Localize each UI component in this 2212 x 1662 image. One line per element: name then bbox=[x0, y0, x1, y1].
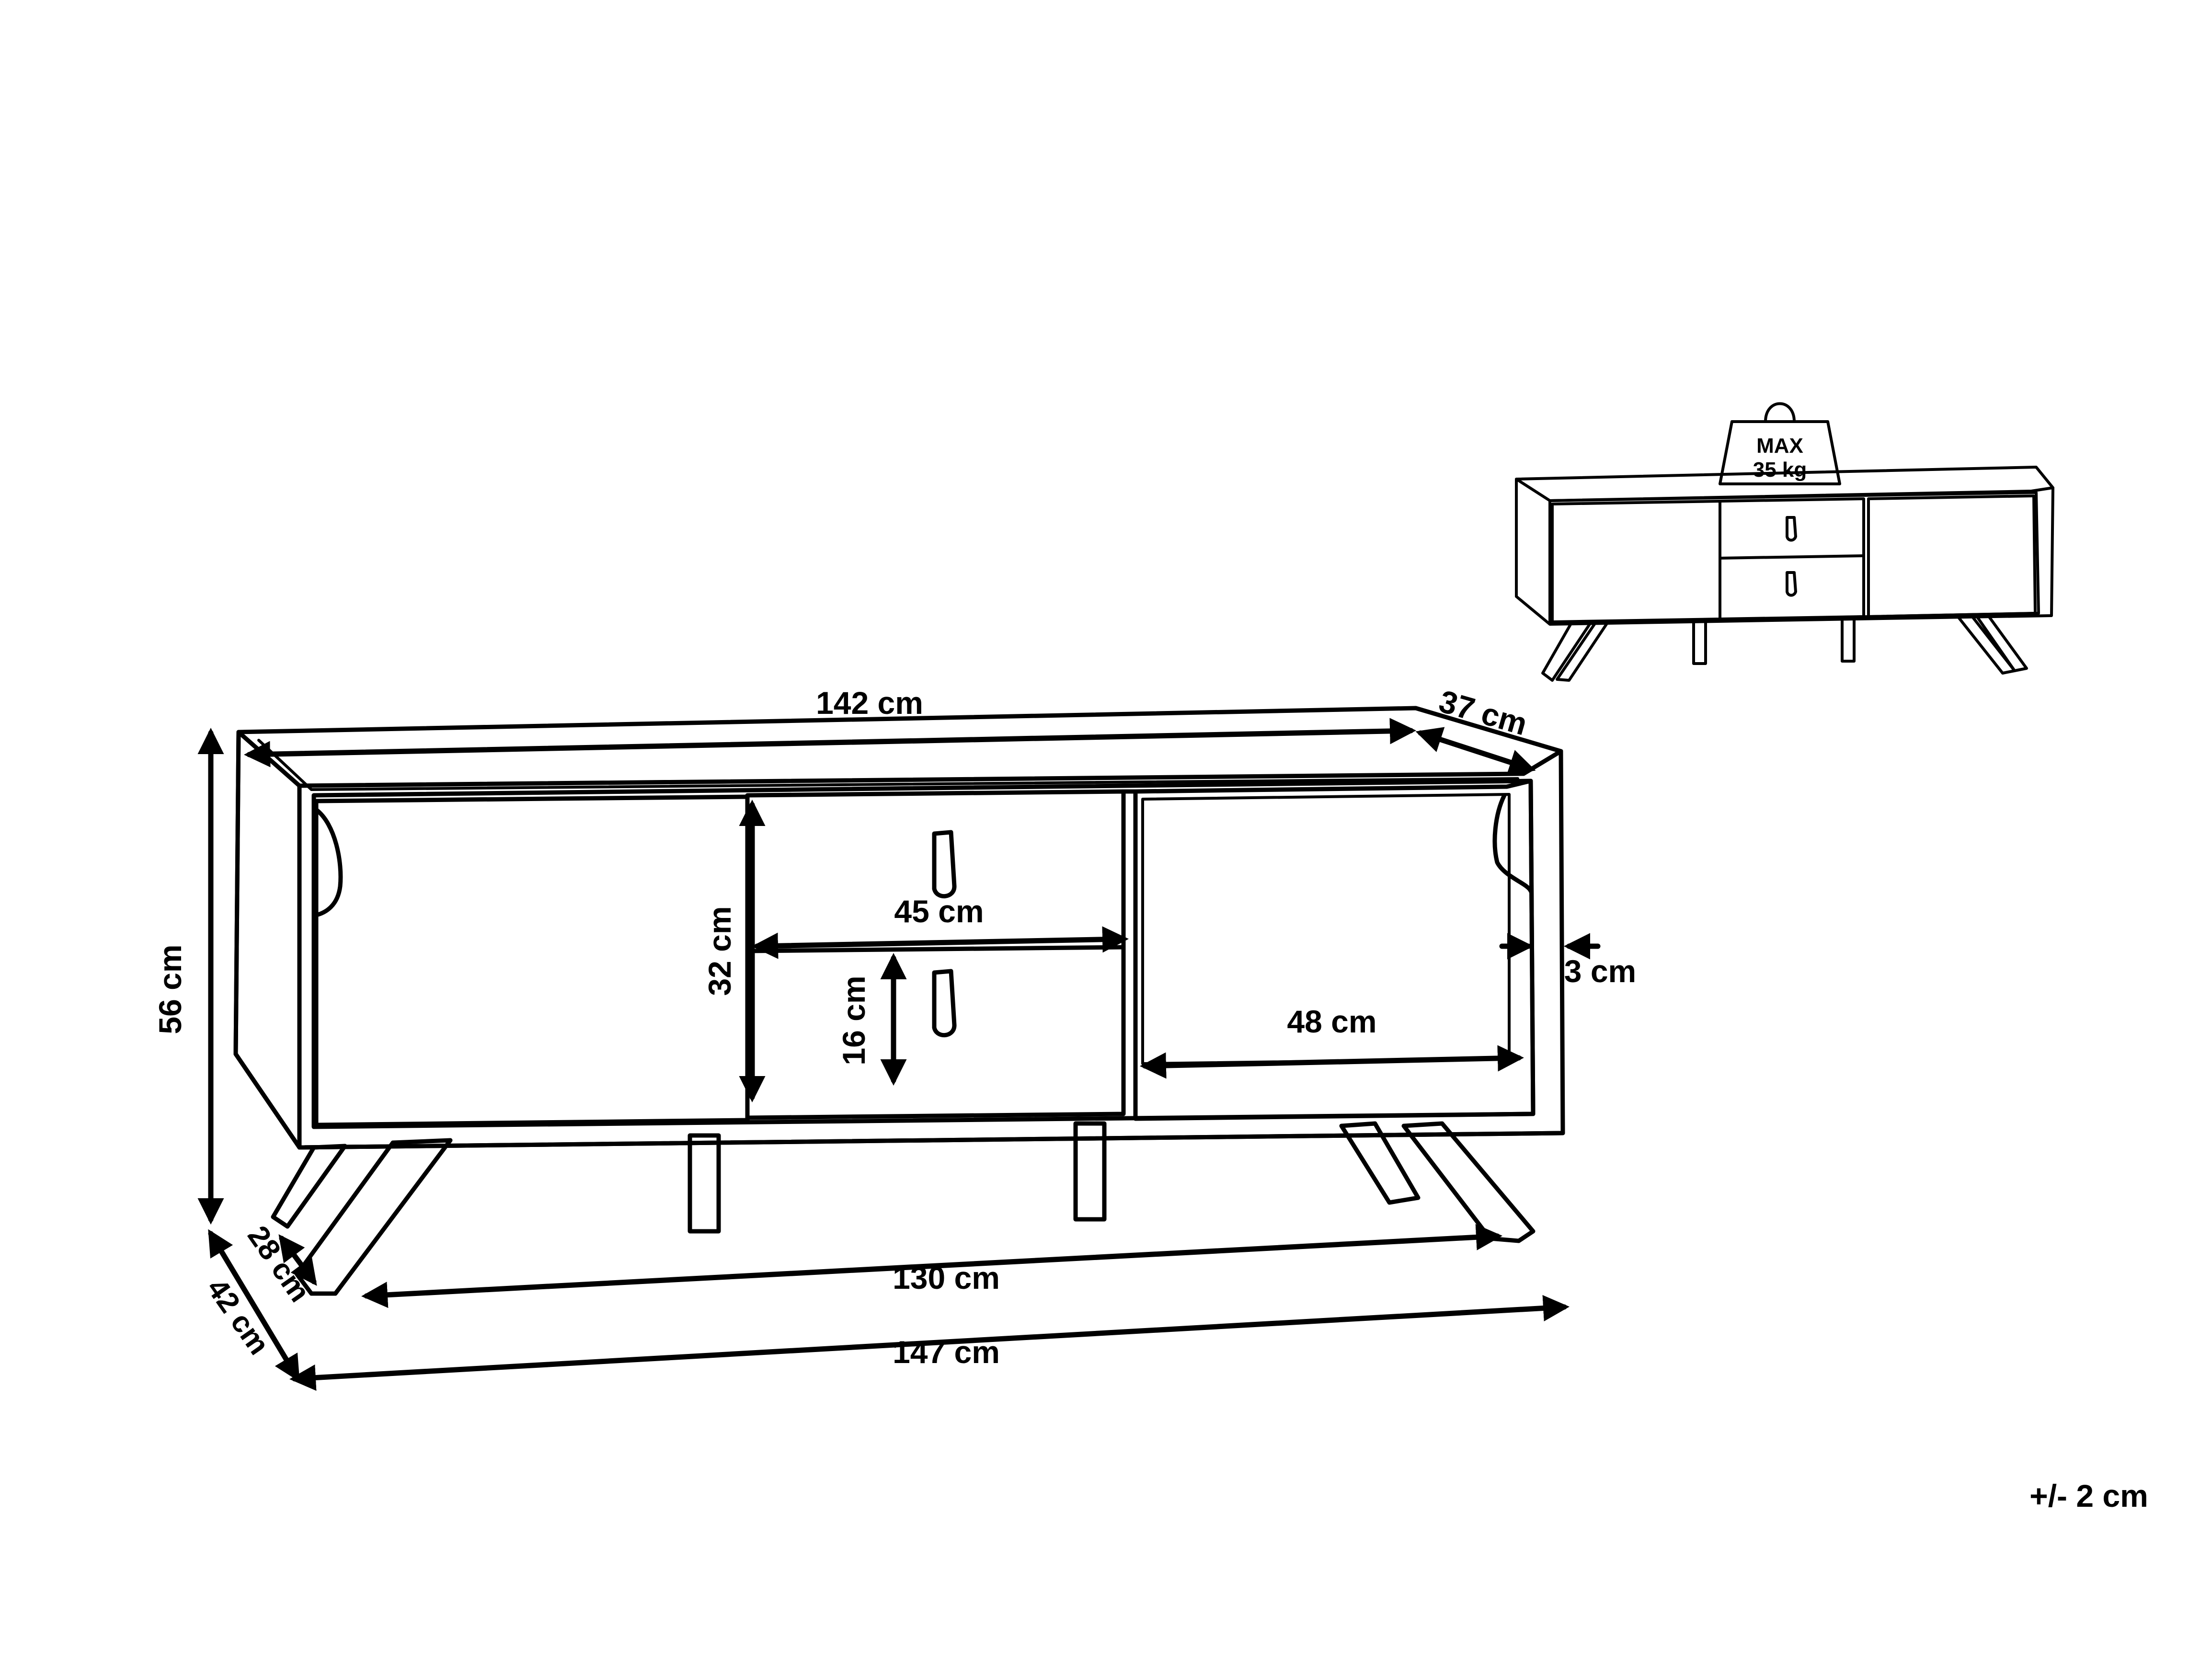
ref-leg-6 bbox=[1975, 614, 2028, 672]
ref-left-door bbox=[1551, 500, 1721, 623]
cabinet-front-face bbox=[311, 779, 1536, 1129]
label-16: 16 cm bbox=[836, 975, 871, 1065]
front-left-leg bbox=[295, 1138, 453, 1296]
back-left-leg bbox=[271, 1144, 347, 1229]
ref-leg-3 bbox=[1692, 619, 1707, 665]
cabinet-base-edge bbox=[297, 1131, 1565, 1150]
ref-drawer-divider bbox=[1719, 554, 1865, 560]
weight-icon-handle bbox=[1764, 402, 1796, 423]
cabinet-left-side bbox=[233, 730, 302, 1150]
center-leg-left bbox=[688, 1133, 721, 1234]
left-door-cutout bbox=[314, 807, 343, 917]
back-right-leg bbox=[1339, 1121, 1421, 1205]
label-56: 56 cm bbox=[152, 944, 188, 1034]
weight-icon: MAX 35 kg bbox=[1719, 402, 1841, 485]
dimension-lines bbox=[197, 718, 1601, 1391]
ref-leg-2 bbox=[1556, 621, 1609, 682]
label-147: 147 cm bbox=[893, 1334, 1000, 1370]
front-right-leg bbox=[1401, 1121, 1536, 1243]
ref-leg-4 bbox=[1841, 617, 1856, 663]
dim-arrow-130 bbox=[361, 1224, 1502, 1308]
cabinet-reference-view: MAX 35 kg bbox=[1515, 402, 2054, 682]
dim-arrow-45 bbox=[752, 926, 1129, 959]
ref-right-door bbox=[1867, 494, 2037, 618]
dim-arrow-42 bbox=[208, 1229, 300, 1382]
weight-icon-body bbox=[1719, 420, 1841, 485]
center-leg-right bbox=[1073, 1121, 1107, 1222]
load-label: MAX bbox=[1756, 434, 1803, 458]
right-sliding-door bbox=[1133, 779, 1536, 1121]
load-value: 35 kg bbox=[1753, 458, 1807, 481]
ref-handle-top bbox=[1786, 516, 1797, 542]
ref-front-face bbox=[1548, 491, 2040, 624]
dim-arrow-147 bbox=[289, 1295, 1570, 1391]
left-sliding-door bbox=[314, 794, 750, 1127]
ref-handle-bottom bbox=[1786, 571, 1797, 597]
label-45: 45 cm bbox=[894, 894, 984, 929]
label-48: 48 cm bbox=[1287, 1004, 1376, 1039]
label-3: 3 cm bbox=[1564, 953, 1636, 989]
dim-arrow-142 bbox=[244, 718, 1416, 768]
label-130: 130 cm bbox=[893, 1260, 1000, 1295]
tolerance-note: +/- 2 cm bbox=[2029, 1478, 2148, 1513]
drawer-handle-bottom bbox=[932, 969, 957, 1037]
ref-drawer-block bbox=[1719, 497, 1865, 620]
label-42: 42 cm bbox=[200, 1272, 275, 1361]
ref-leg-1 bbox=[1541, 621, 1592, 682]
ref-cabinet-outline bbox=[1515, 466, 2054, 626]
label-142: 142 cm bbox=[816, 685, 923, 721]
drawer-handle-top bbox=[932, 830, 957, 898]
right-door-cutout bbox=[1492, 793, 1533, 894]
label-37: 37 cm bbox=[1435, 683, 1531, 742]
label-32: 32 cm bbox=[702, 906, 737, 996]
cabinet-main-view bbox=[233, 706, 1565, 1296]
dim-arrow-48 bbox=[1140, 1045, 1524, 1079]
ref-leg-5 bbox=[1956, 614, 2016, 675]
dim-arrow-37 bbox=[1415, 727, 1536, 775]
